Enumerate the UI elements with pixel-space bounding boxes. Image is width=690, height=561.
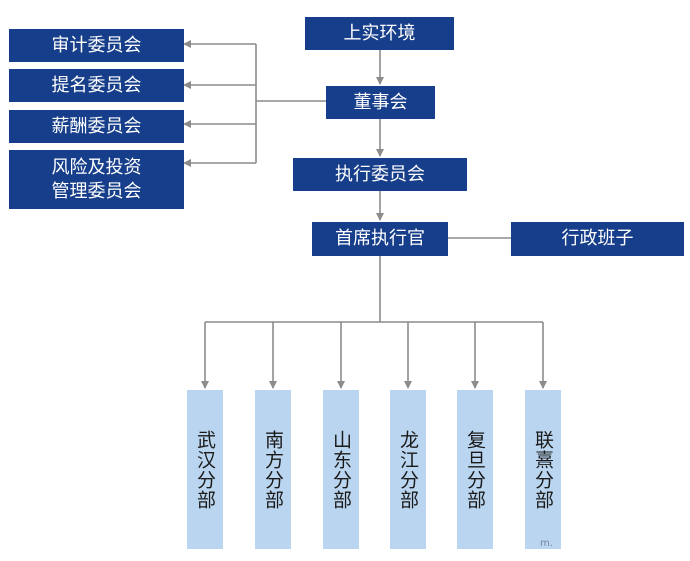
node-branch-2-label: 南方分部 [262, 429, 284, 510]
node-branch-6: 联熹分部 [525, 390, 561, 549]
node-branch-3: 山东分部 [323, 390, 359, 549]
node-executive-committee: 执行委员会 [293, 158, 467, 191]
node-branch-2: 南方分部 [255, 390, 291, 549]
node-executive-committee-label: 执行委员会 [335, 163, 425, 185]
node-nomination-committee-label: 提名委员会 [51, 74, 142, 96]
node-branch-1-label: 武汉分部 [194, 429, 216, 510]
node-board: 董事会 [326, 86, 435, 119]
node-ceo-label: 首席执行官 [335, 228, 425, 249]
node-branch-5-label: 复旦分部 [464, 429, 486, 510]
node-branch-5: 复旦分部 [457, 390, 493, 549]
node-risk-investment-committee: 风险及投资 管理委员会 [9, 150, 184, 209]
node-audit-committee-label: 审计委员会 [51, 34, 142, 56]
node-branch-1: 武汉分部 [187, 390, 223, 549]
watermark-text: m. [540, 538, 553, 549]
node-branch-4: 龙江分部 [390, 390, 426, 549]
node-remuneration-committee-label: 薪酬委员会 [51, 115, 142, 137]
node-nomination-committee: 提名委员会 [9, 69, 184, 102]
node-risk-investment-committee-label: 风险及投资 管理委员会 [51, 156, 142, 202]
node-branch-6-label: 联熹分部 [532, 429, 554, 510]
node-ceo: 首席执行官 [312, 222, 448, 256]
node-top-company-label: 上实环境 [343, 22, 416, 44]
node-branch-4-label: 龙江分部 [397, 429, 419, 510]
node-admin-team: 行政班子 [511, 222, 684, 256]
node-top-company: 上实环境 [305, 17, 454, 50]
node-admin-team-label: 行政班子 [561, 228, 634, 249]
node-branch-3-label: 山东分部 [330, 429, 352, 510]
node-board-label: 董事会 [353, 91, 408, 113]
node-remuneration-committee: 薪酬委员会 [9, 110, 184, 143]
node-audit-committee: 审计委员会 [9, 29, 184, 62]
